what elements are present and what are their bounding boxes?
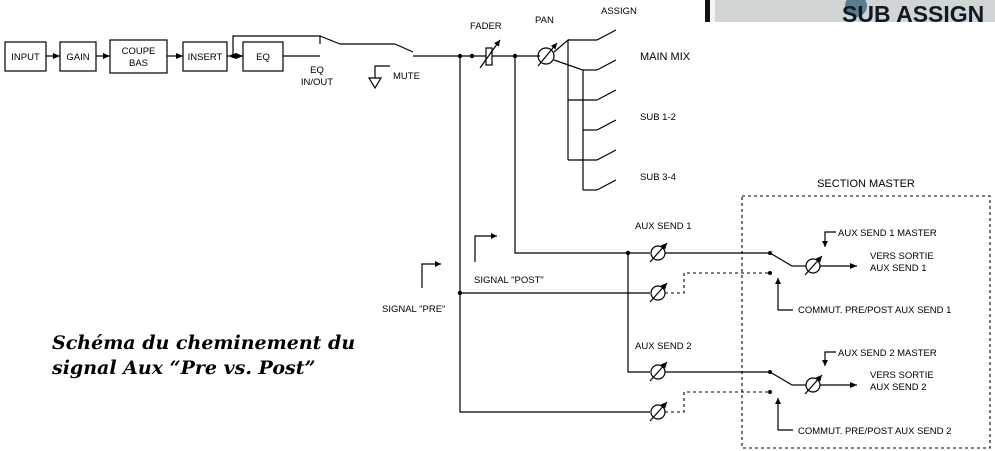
eq-block (242, 41, 284, 72)
caption-line-2: signal Aux “Pre vs. Post” (51, 357, 315, 379)
pan-label: PAN (535, 15, 554, 26)
aux1-out-label-2: AUX SEND 1 (870, 263, 927, 274)
aux-send-1: AUX SEND 1 (635, 221, 770, 303)
eq-label: EQ (256, 52, 270, 63)
main-bus: FADER PAN (457, 15, 558, 69)
aux-send-2: AUX SEND 2 (635, 341, 770, 422)
eq-inout-switch: EQ IN/OUT (231, 35, 395, 88)
signal-post-label: SIGNAL "POST" (474, 275, 544, 286)
corner-photo-text: SUB ASSIGN (842, 1, 984, 27)
aux-taps (457, 56, 650, 413)
aux1-master-label: AUX SEND 1 MASTER (838, 228, 937, 239)
aux-send-1-label: AUX SEND 1 (635, 221, 692, 232)
input-block (4, 41, 47, 72)
input-chain: INPUT GAIN COUPE BAS INSERT EQ (4, 39, 284, 74)
gain-block (59, 41, 97, 72)
corner-photo: SUB ASSIGN (705, 0, 995, 27)
fader-symbol (485, 47, 493, 66)
gain-label: GAIN (66, 52, 89, 63)
mute-label: MUTE (393, 71, 420, 82)
mute-switch: MUTE (367, 43, 460, 90)
master-title: SECTION MASTER (817, 178, 915, 190)
input-label: INPUT (11, 52, 40, 63)
fader-label: FADER (470, 21, 502, 32)
aux2-out-label-1: VERS SORTIE (870, 370, 934, 381)
signal-labels: SIGNAL "POST" SIGNAL "PRE" (382, 233, 544, 315)
aux1-switch-label: COMMUT. PRE/POST AUX SEND 1 (798, 305, 951, 316)
aux2-switch-label: COMMUT. PRE/POST AUX SEND 2 (798, 426, 951, 437)
aux2-master-label: AUX SEND 2 MASTER (838, 348, 937, 359)
eq-inout-label-2: IN/OUT (301, 77, 333, 88)
main-mix-label: MAIN MIX (640, 51, 691, 63)
assign-section: ASSIGN MAIN MIX SUB 1-2 SUB 3-4 (553, 6, 691, 191)
caption-line-1: Schéma du cheminement du (52, 332, 355, 354)
insert-label: INSERT (188, 52, 223, 63)
eq-inout-label-1: EQ (310, 65, 324, 76)
signal-pre-label: SIGNAL "PRE" (382, 304, 445, 315)
aux2-out-label-2: AUX SEND 2 (870, 382, 927, 393)
aux1-out-label-1: VERS SORTIE (870, 251, 934, 262)
sub34-label: SUB 3-4 (640, 172, 676, 183)
assign-label: ASSIGN (601, 6, 637, 17)
lowcut-label-1: COUPE (122, 46, 156, 57)
aux-send-2-label: AUX SEND 2 (635, 341, 692, 352)
lowcut-label-2: BAS (129, 58, 148, 69)
pan-symbol (537, 47, 555, 65)
master-section: SECTION MASTER AUX SEND 1 MASTER VERS SO… (741, 178, 991, 449)
sub12-label: SUB 1-2 (640, 112, 676, 123)
caption: Schéma du cheminement du signal Aux “Pre… (51, 332, 355, 379)
master-dashed-box (741, 195, 991, 449)
